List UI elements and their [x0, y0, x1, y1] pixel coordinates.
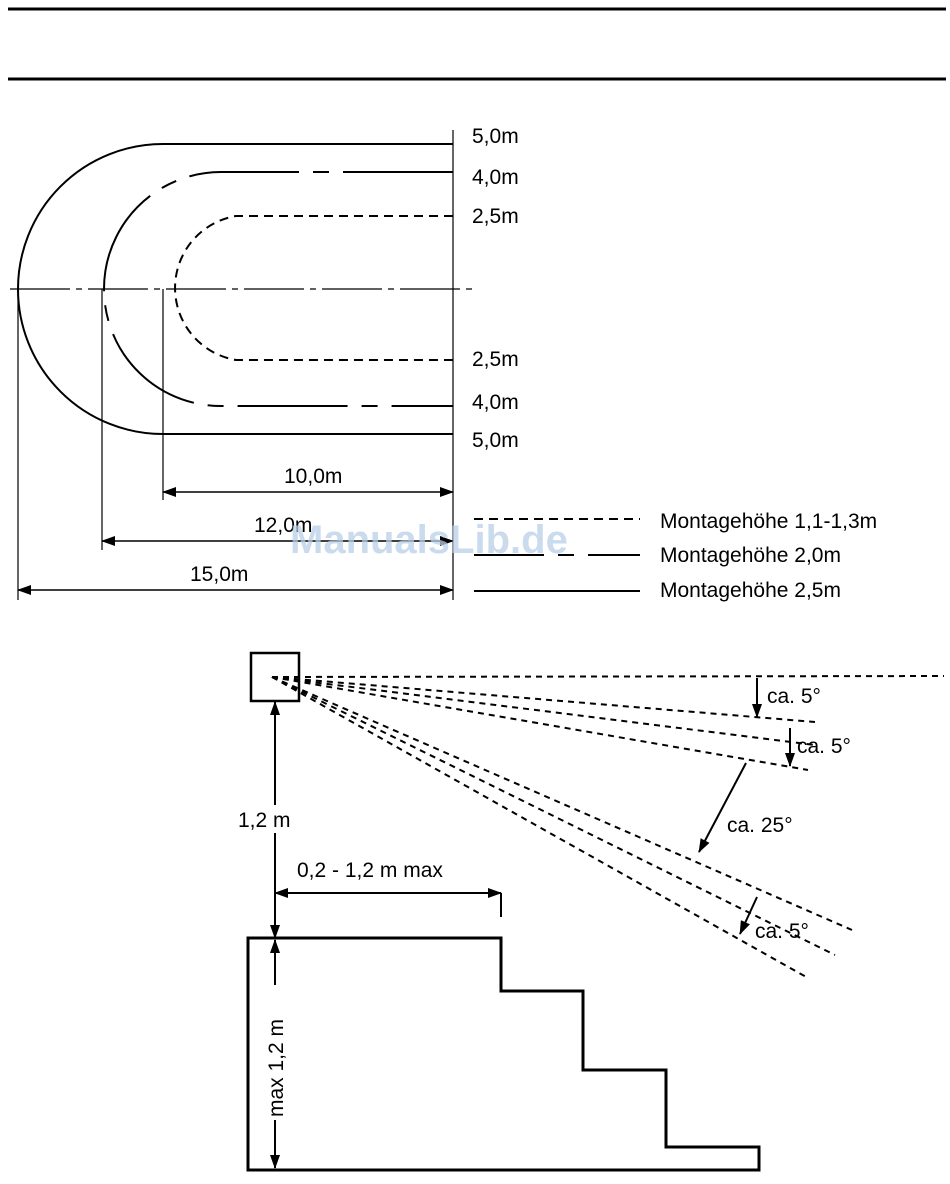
distance-label-15m: 15,0m [190, 563, 248, 586]
legend-label-solid: Montagehöhe 2,5m [660, 579, 841, 602]
watermark: ManualsLib.de [290, 518, 568, 562]
legend-label-dashed: Montagehöhe 1,1-1,3m [660, 510, 877, 533]
ring-label-top-2-5m: 2,5m [472, 205, 519, 228]
ring-label-bottom-4m: 4,0m [472, 391, 519, 414]
ring-label-top-4m: 4,0m [472, 166, 519, 189]
angle-label-3: ca. 25° [727, 814, 793, 837]
angle-label-1: ca. 5° [767, 685, 821, 708]
ray-4 [272, 677, 808, 770]
distance-label-10m: 10,0m [284, 465, 342, 488]
ring-label-bottom-2-5m: 2,5m [472, 348, 519, 371]
ring-label-bottom-5m: 5,0m [472, 429, 519, 452]
zone-inner-dashed [175, 216, 453, 360]
detection-rays [272, 676, 944, 978]
angle-arrow-3 [699, 763, 746, 852]
stair-object [248, 938, 759, 1170]
legend-label-dash-gap: Montagehöhe 2,0m [660, 544, 841, 567]
object-height-label: max 1,2 m [265, 1019, 288, 1117]
ring-label-top-5m: 5,0m [472, 125, 519, 148]
mounting-diagram [248, 653, 944, 1170]
ray-3 [272, 677, 815, 745]
mount-height-label: 1,2 m [238, 809, 291, 832]
distance-label: 0,2 - 1,2 m max [297, 859, 443, 882]
angle-label-2: ca. 5° [797, 735, 851, 758]
ray-1 [272, 676, 944, 677]
ray-2 [272, 677, 815, 722]
angle-label-4: ca. 5° [755, 920, 809, 943]
